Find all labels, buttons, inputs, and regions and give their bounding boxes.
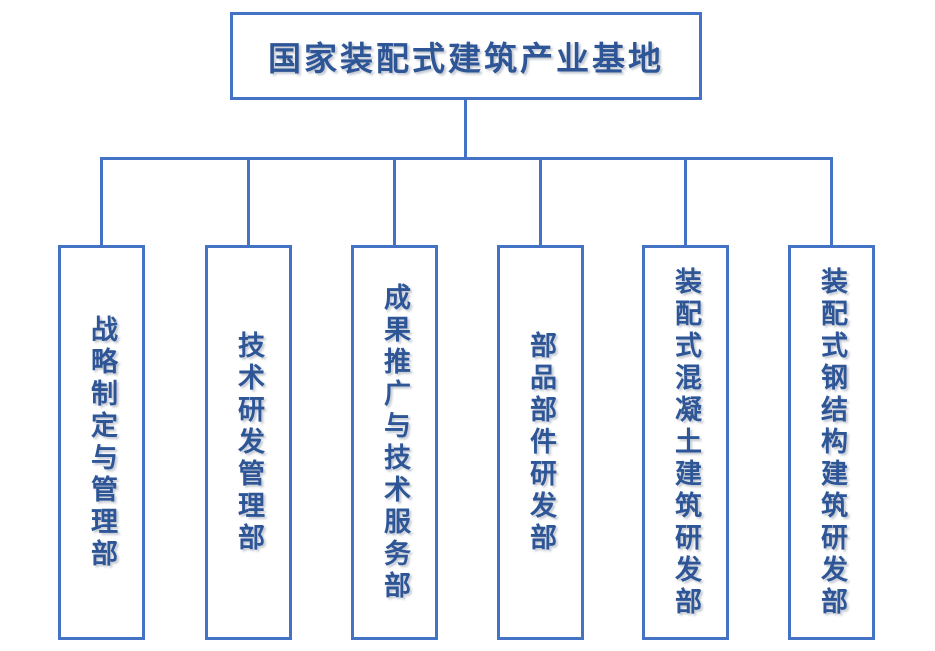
connector-drop xyxy=(393,157,396,245)
connector-stem xyxy=(464,100,467,160)
department-label: 成果推广与技术服务部 xyxy=(380,282,410,603)
department-node-steel-structure-rd: 装配式钢结构建筑研发部 xyxy=(788,245,875,640)
connector-drop xyxy=(247,157,250,245)
connector-drop xyxy=(830,157,833,245)
department-node-precast-concrete-rd: 装配式混凝土建筑研发部 xyxy=(642,245,729,640)
department-label: 部品部件研发部 xyxy=(526,330,556,555)
department-node-strategy-management: 战略制定与管理部 xyxy=(58,245,145,640)
connector-drop xyxy=(539,157,542,245)
department-node-parts-components-rd: 部品部件研发部 xyxy=(497,245,584,640)
department-label: 装配式混凝土建筑研发部 xyxy=(671,266,701,619)
department-node-promotion-tech-service: 成果推广与技术服务部 xyxy=(351,245,438,640)
department-node-tech-rd-management: 技术研发管理部 xyxy=(205,245,292,640)
department-label: 装配式钢结构建筑研发部 xyxy=(817,266,847,619)
connector-horizontal xyxy=(100,157,833,160)
root-node: 国家装配式建筑产业基地 xyxy=(230,12,702,100)
connector-drop xyxy=(684,157,687,245)
connector-drop xyxy=(100,157,103,245)
department-label: 战略制定与管理部 xyxy=(87,314,117,571)
root-node-label: 国家装配式建筑产业基地 xyxy=(268,40,664,77)
department-label: 技术研发管理部 xyxy=(234,330,264,555)
